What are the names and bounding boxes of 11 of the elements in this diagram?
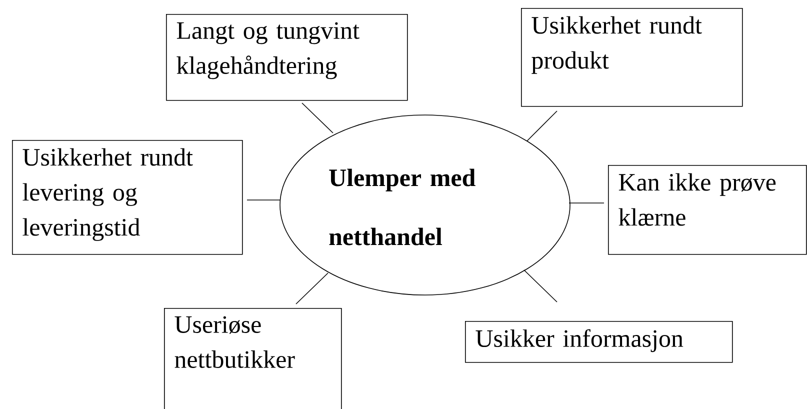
text-box: Usikkerhet rundt produkt <box>521 8 743 107</box>
text-box: Langt og tungvint klagehåndtering <box>166 14 408 101</box>
connector-line <box>524 270 558 302</box>
text-box: Useriøse nettbutikker <box>164 308 342 409</box>
connector-line <box>526 110 558 142</box>
text-box: Usikkerhet rundt levering og leveringstid <box>12 140 243 255</box>
text-box: Usikker informasjon <box>465 321 733 363</box>
text-box: Kan ikke prøve klærne <box>608 165 807 255</box>
connector-line <box>302 102 334 134</box>
connector-line <box>296 272 328 304</box>
connector-line <box>568 202 604 204</box>
